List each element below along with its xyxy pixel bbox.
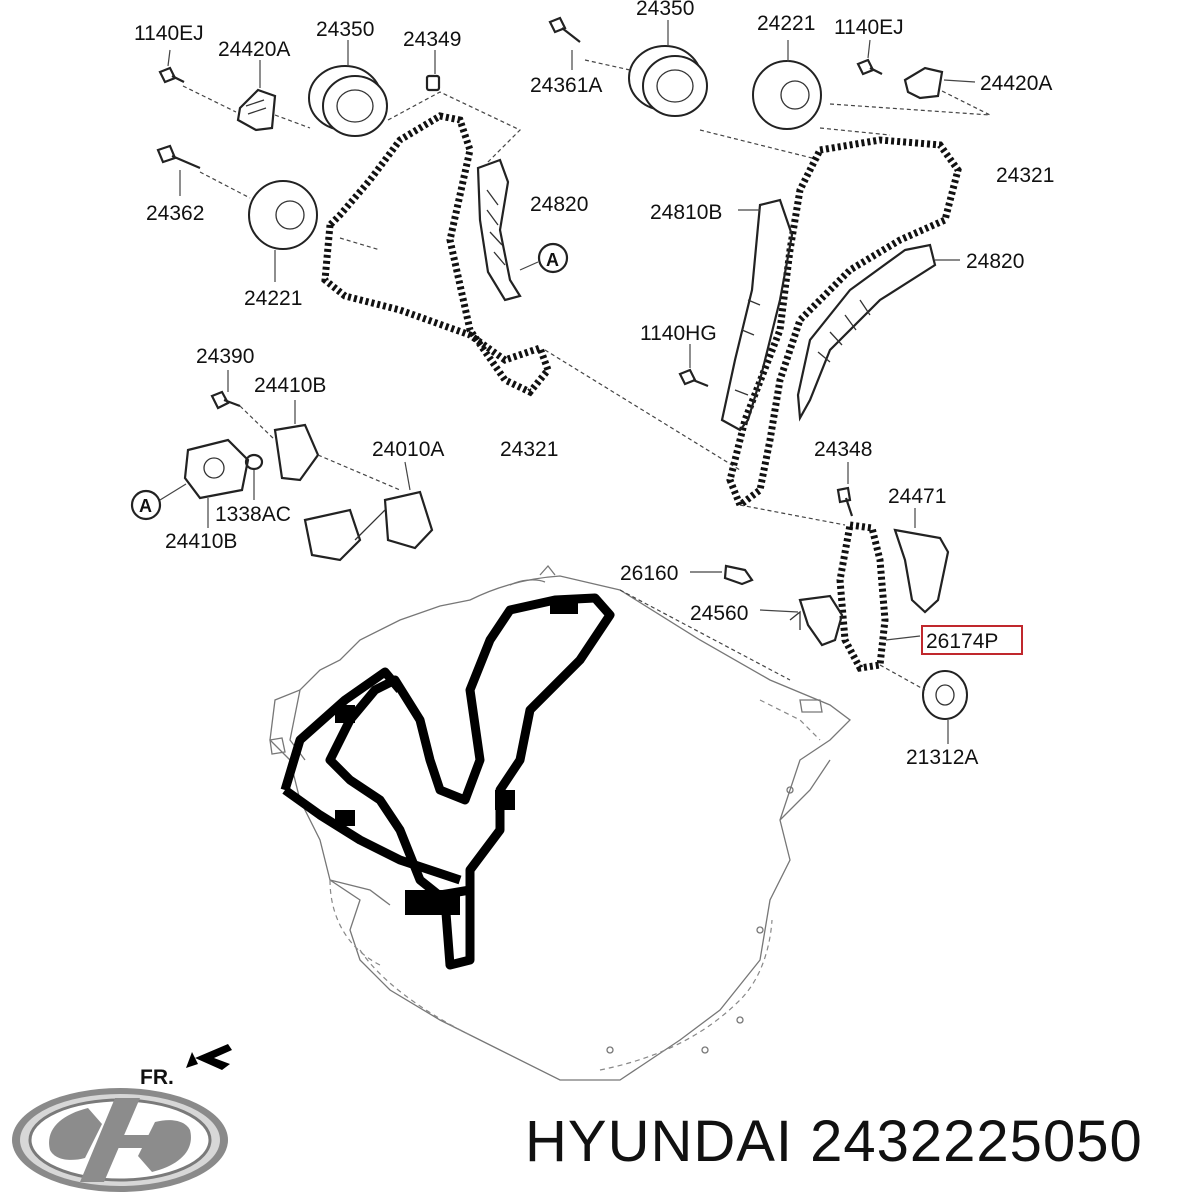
tensioner-24410b (183, 438, 250, 528)
label-24420a-right: 24420A (980, 72, 1052, 95)
label-24471: 24471 (888, 485, 946, 508)
camshaft-sprocket-24350-right (628, 20, 708, 117)
bolt-24348 (836, 462, 854, 517)
brand-caption: HYUNDAI 2432225050 (525, 1109, 1143, 1174)
tensioner-arm-24410b (273, 400, 320, 482)
pin-24349 (425, 50, 441, 92)
engine-block-outline (269, 564, 851, 1081)
label-26160: 26160 (620, 562, 678, 585)
engine-chain-route (280, 593, 615, 970)
camshaft-sprocket-24350-left (308, 40, 388, 137)
leader-lines-left (182, 85, 741, 471)
label-24361a: 24361A (530, 74, 602, 97)
label-24321-left: 24321 (500, 438, 558, 461)
bolt-24362 (156, 144, 201, 196)
bolt-1140hg (678, 344, 709, 388)
chain-guide-24810b (720, 198, 794, 432)
leader-lines-middle-left (239, 405, 401, 491)
bolt-1140ej-left (158, 49, 185, 84)
bolt-1140ej-right (856, 39, 883, 76)
oil-pump-sprocket-21312a (922, 670, 968, 744)
front-arrow-icon (186, 1044, 232, 1070)
chain-guide-24471 (893, 508, 950, 614)
camshaft-sprocket-24221-left (248, 180, 318, 282)
oil-pump-chain-26174p (836, 521, 889, 672)
label-24221-left: 24221 (244, 287, 302, 310)
label-24321-right: 24321 (996, 164, 1054, 187)
label-24010a: 24010A (372, 438, 444, 461)
chain-guide-24820-right (796, 243, 960, 422)
chain-guide-24820-left (476, 158, 522, 302)
leader-lines-lower-right (619, 504, 926, 691)
label-24420a-left: 24420A (218, 38, 290, 61)
camshaft-sprocket-24221-right (752, 40, 822, 130)
label-a-callout-left: A (139, 496, 152, 516)
label-24560: 24560 (690, 602, 748, 625)
leader-lines-right-top (584, 59, 991, 161)
part-labels: 1140EJ 24420A 24350 24349 24350 24361A 2… (134, 0, 1054, 1089)
label-1140ej-right: 1140EJ (834, 16, 904, 39)
label-24350-right: 24350 (636, 0, 694, 20)
timing-chain-24321-right (726, 136, 962, 511)
label-24350-left: 24350 (316, 18, 374, 41)
hyundai-logo (12, 1088, 228, 1192)
bolt-24361a (548, 16, 581, 70)
highlight-box-26174p (921, 625, 1023, 655)
label-24390: 24390 (196, 345, 254, 368)
bolt-24390 (210, 370, 241, 410)
label-24410b-top: 24410B (254, 374, 326, 397)
label-21312a: 21312A (906, 746, 978, 769)
label-24362: 24362 (146, 202, 204, 225)
label-24410b-bottom: 24410B (165, 530, 237, 553)
label-24820-right: 24820 (966, 250, 1024, 273)
label-a-callout-top: A (546, 250, 559, 270)
label-26174p: 26174P (926, 630, 998, 653)
label-24820-left: 24820 (530, 193, 588, 216)
timing-chain-24321-left (321, 112, 552, 397)
label-1140hg: 1140HG (640, 322, 717, 345)
tensioner-24560 (759, 594, 844, 647)
label-24221-top: 24221 (757, 12, 815, 35)
gasket-24010a (303, 461, 434, 562)
washer-1338ac (244, 453, 264, 500)
label-24349: 24349 (403, 28, 461, 51)
label-fr: FR. (140, 1066, 174, 1089)
callout-a-left (130, 483, 187, 521)
label-24348: 24348 (814, 438, 872, 461)
bracket-24420a-left (236, 60, 277, 132)
label-1338ac: 1338AC (215, 503, 291, 526)
label-24810b: 24810B (650, 201, 722, 224)
bracket-24420a-right (903, 66, 976, 100)
label-1140ej-left: 1140EJ (134, 22, 204, 45)
callout-a-top (519, 242, 569, 274)
bolt-26160 (690, 564, 754, 586)
